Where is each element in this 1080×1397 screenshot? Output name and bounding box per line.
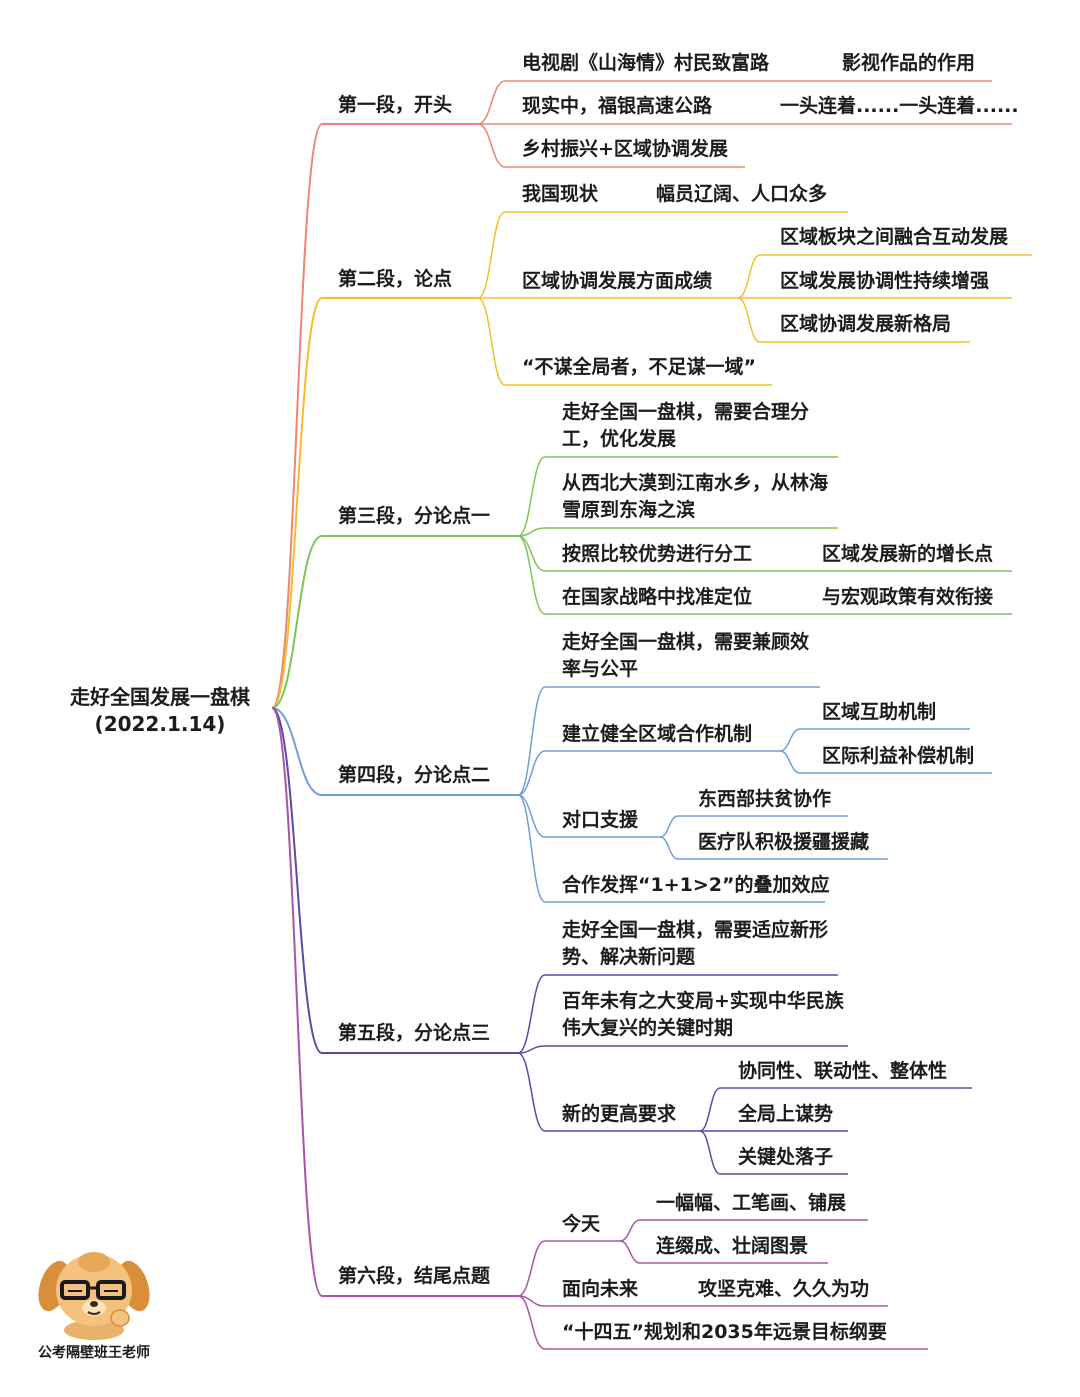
b5-item-3-connector [517,1052,546,1132]
branch-4-label: 第四段，分论点二 [338,764,491,786]
root-title: 走好全国发展一盘棋 [70,685,250,709]
b6-item-1-sub-1-connector [619,1219,641,1242]
b4-item-2: 建立健全区域合作机制 [562,723,753,745]
dog-with-glasses-icon [38,1252,150,1340]
b6-item-2: 面向未来 [562,1278,639,1300]
b6-item-3: “十四五”规划和2035年远景目标纲要 [562,1321,887,1343]
b2-item-2-sub-2: 区域发展协调性持续增强 [780,270,990,292]
branch-1-label: 第一段，开头 [338,94,453,116]
b2-item-1-sub-1: 幅员辽阔、人口众多 [656,183,828,205]
b3-item-1: 走好全国一盘棋，需要合理分工，优化发展 [562,401,810,450]
root-to-branch-5-connector [271,707,323,1054]
b5-item-1-connector [517,974,546,1054]
root-node: 走好全国发展一盘棋 (2022.1.14) [60,684,260,738]
b2-item-3-connector [477,297,506,386]
b4-item-4-connector [517,794,546,903]
b4-item-2-sub-2: 区际利益补偿机制 [822,745,975,767]
b2-item-1-connector [477,211,506,299]
b2-item-2-sub-3: 区域协调发展新格局 [780,313,952,335]
b2-item-2-sub-1-connector [737,254,761,299]
b6-item-1-sub-1: 一幅幅、工笔画、铺展 [656,1192,847,1214]
b4-item-3-sub-1-connector [659,815,679,838]
b1-item-1-connector [477,80,506,125]
b5-item-3-sub-2: 全局上谋势 [738,1103,834,1125]
b5-item-3-sub-3-connector [699,1130,721,1175]
b4-item-3: 对口支援 [562,809,639,831]
footer-credit: 公考隔壁班王老师 [38,1345,150,1361]
b3-item-2: 从西北大漠到江南水乡，从林海雪原到东海之滨 [562,472,829,521]
b4-item-3-sub-2: 医疗队积极援疆援藏 [698,831,870,853]
b3-item-3-sub-1: 区域发展新的增长点 [822,543,994,565]
branch-6-label: 第六段，结尾点题 [338,1265,491,1287]
b4-item-3-sub-1: 东西部扶贫协作 [698,788,832,810]
b3-item-2-connector [517,527,546,537]
b1-item-3-connector [477,123,506,168]
b3-item-3-connector [517,535,546,572]
b1-item-1-sub-1: 影视作品的作用 [842,52,976,74]
b6-item-1-sub-2-connector [619,1240,641,1264]
b6-item-2-sub-1: 攻坚克难、久久为功 [698,1278,870,1300]
b5-item-3-sub-1: 协同性、联动性、整体性 [738,1060,948,1082]
root-to-branch-4-connector [271,707,323,796]
b4-item-2-sub-1: 区域互助机制 [822,701,937,723]
b4-item-4: 合作发挥“1+1>2”的叠加效应 [562,874,830,896]
b2-item-3: “不谋全局者，不足谋一域” [522,356,756,378]
b5-item-1: 走好全国一盘棋，需要适应新形势、解决新问题 [562,919,829,968]
b3-item-4-connector [517,535,546,615]
branch-5-label: 第五段，分论点三 [338,1022,491,1044]
b1-item-2: 现实中，福银高速公路 [522,95,713,117]
b5-item-3-sub-1-connector [699,1087,721,1132]
b4-item-2-sub-1-connector [779,728,801,752]
b5-item-3: 新的更高要求 [562,1103,677,1125]
b4-item-1: 走好全国一盘棋，需要兼顾效率与公平 [562,631,810,680]
b4-item-3-connector [517,794,546,838]
b6-item-1-sub-2: 连缀成、壮阔图景 [656,1235,809,1257]
b3-item-3: 按照比较优势进行分工 [562,543,753,565]
b2-item-2: 区域协调发展方面成绩 [522,270,713,292]
root-to-branch-1-connector [271,123,323,709]
branch-2-label: 第二段，论点 [338,268,453,290]
root-to-branch-2-connector [271,297,323,709]
b6-item-3-connector [517,1295,546,1350]
b5-item-2-connector [517,1045,546,1054]
b1-item-3: 乡村振兴+区域协调发展 [522,138,728,160]
b2-item-2-sub-3-connector [737,297,761,343]
b4-item-3-sub-2-connector [659,836,679,860]
b5-item-3-sub-3: 关键处落子 [738,1146,834,1168]
b1-item-2-sub-1: 一头连着......一头连着...... [780,95,1019,117]
b2-item-1: 我国现状 [522,183,599,205]
b4-item-2-connector [517,750,546,796]
b4-item-1-connector [517,686,546,796]
b5-item-2: 百年未有之大变局+实现中华民族伟大复兴的关键时期 [562,990,844,1039]
root-date: (2022.1.14) [94,712,226,736]
b3-item-4-sub-1: 与宏观政策有效衔接 [822,586,994,608]
b3-item-1-connector [517,456,546,537]
b1-item-1: 电视剧《山海情》村民致富路 [522,52,770,74]
b2-item-2-sub-1: 区域板块之间融合互动发展 [780,226,1009,248]
branch-3-label: 第三段，分论点一 [338,505,491,527]
b3-item-4: 在国家战略中找准定位 [562,586,753,608]
b6-item-1: 今天 [562,1213,601,1235]
b4-item-2-sub-2-connector [779,750,801,774]
root-to-branch-3-connector [271,535,323,709]
b6-item-1-connector [517,1240,546,1297]
root-to-branch-6-connector [271,707,323,1297]
